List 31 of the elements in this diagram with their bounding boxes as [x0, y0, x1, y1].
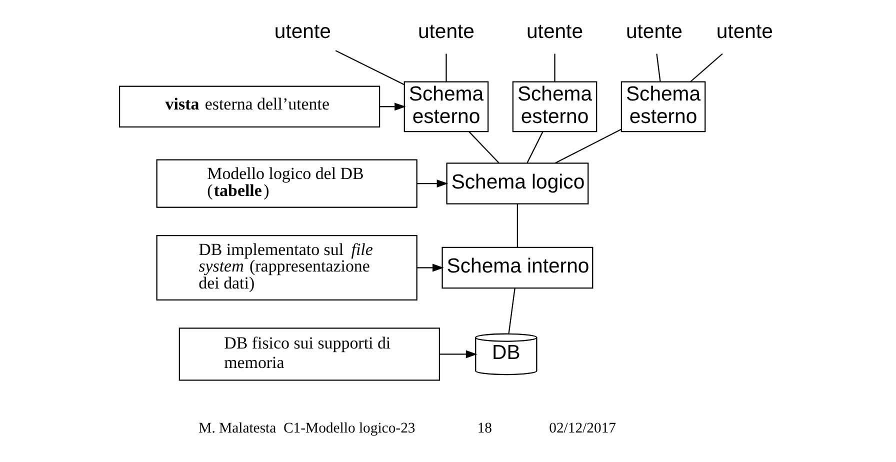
- node-text: utente: [274, 21, 330, 44]
- arrow: [416, 264, 444, 272]
- arrow: [379, 102, 406, 111]
- node-box: DB implementato sul file system (rappresentazione dei dati): [156, 234, 417, 301]
- node-box: Schema esterno: [620, 81, 706, 132]
- label: M. Malatesta C1-Modello logico-23: [198, 420, 415, 437]
- label: 18: [476, 420, 492, 437]
- node-box: Schema interno: [441, 246, 593, 289]
- connector: [334, 50, 404, 86]
- node-box: DB fisico sui supporti di memoria: [178, 328, 440, 381]
- node-box: Modello logico del DB (tabelle): [156, 159, 417, 208]
- connector: [516, 204, 518, 248]
- node-box: vista esterna dell’utente: [118, 86, 380, 128]
- arrow: [416, 180, 448, 188]
- node-text: utente: [625, 21, 682, 44]
- connector: [445, 54, 446, 82]
- node-text: utente: [526, 21, 583, 44]
- node-text: utente: [716, 21, 772, 44]
- node-box: Schema logico: [446, 162, 588, 204]
- node-text: utente: [417, 21, 474, 44]
- connector: [690, 53, 722, 82]
- connector: [468, 131, 499, 164]
- connector: [554, 128, 621, 164]
- connector: [554, 54, 555, 82]
- connector: [508, 288, 515, 334]
- label: 02/12/2017: [548, 420, 616, 437]
- node-box: Schema esterno: [403, 81, 488, 132]
- connector: [656, 54, 660, 82]
- node-box: Schema esterno: [512, 81, 597, 132]
- arrow: [439, 350, 477, 358]
- connector: [526, 132, 543, 164]
